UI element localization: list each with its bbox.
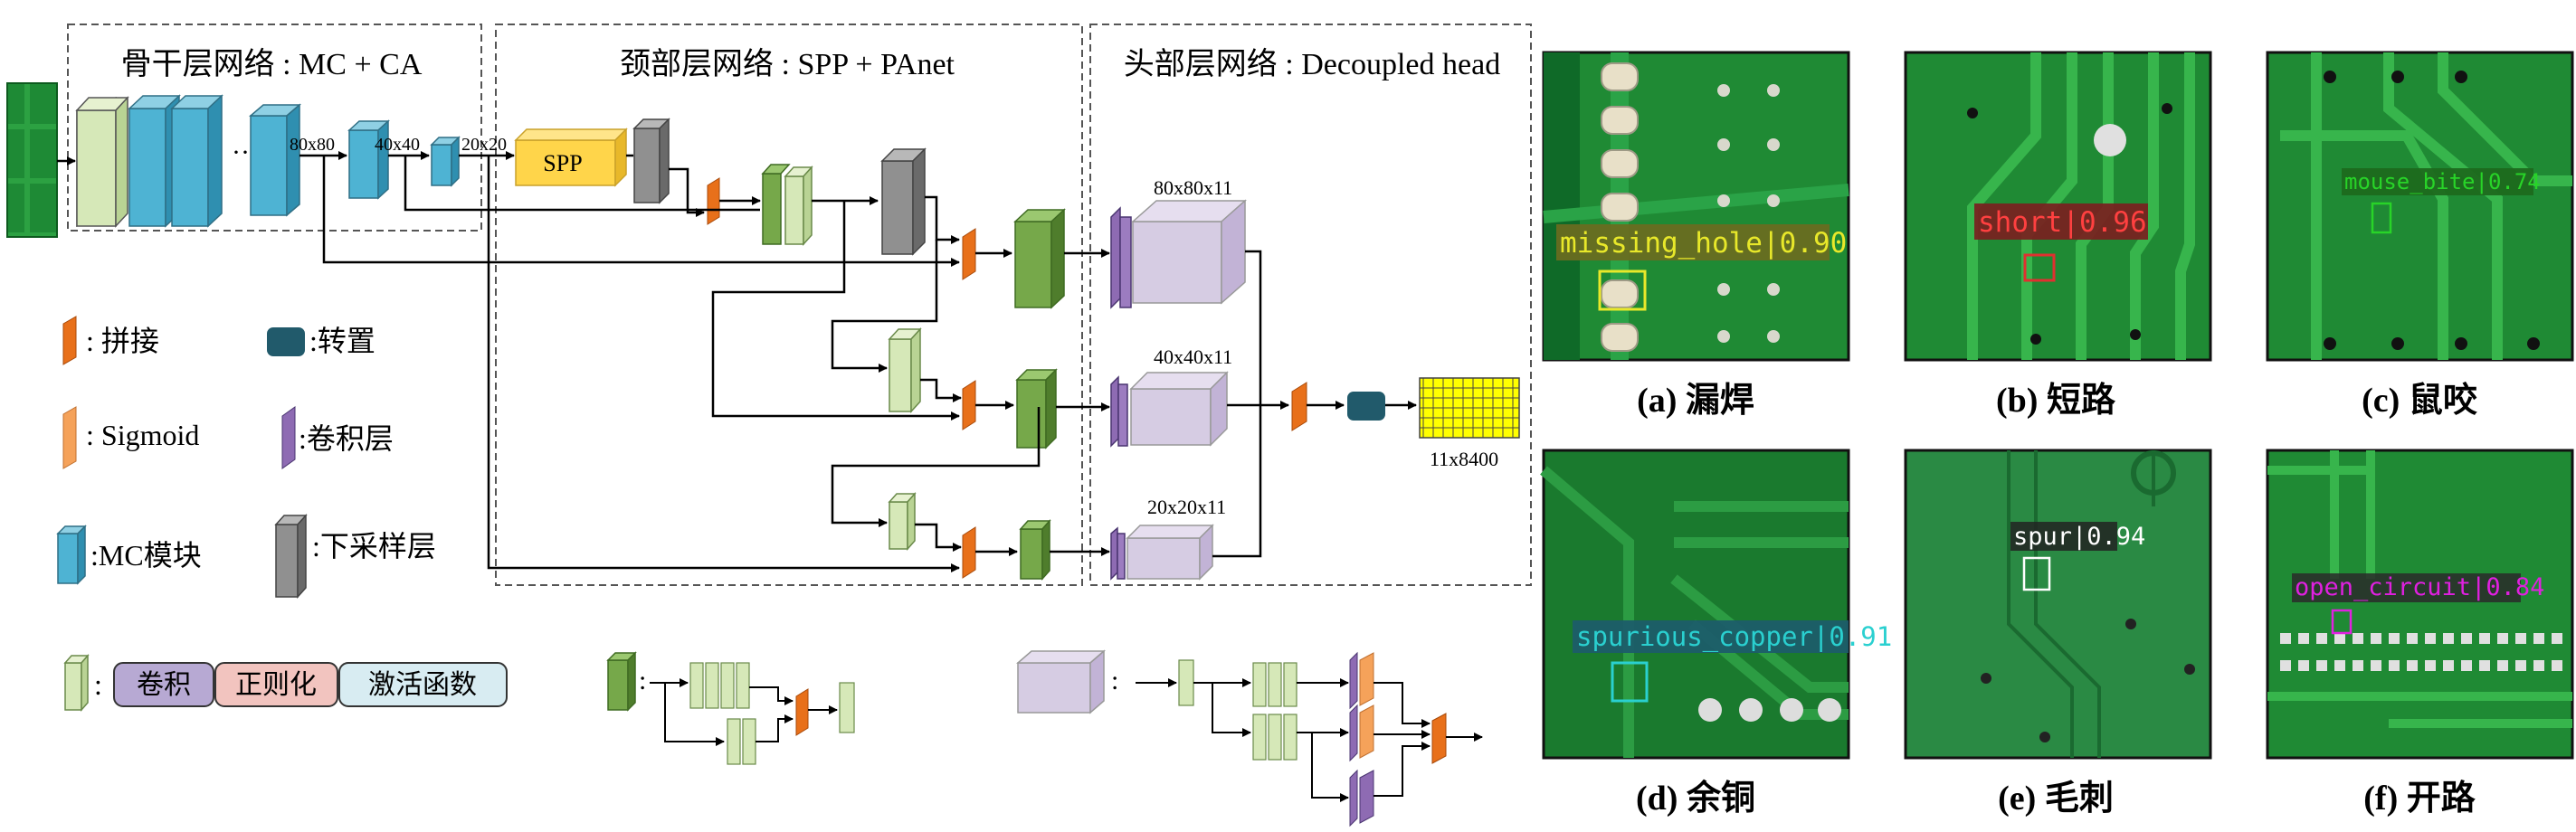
neck-conv-out-80 (1013, 208, 1066, 309)
head-sigmoid-concat (1291, 382, 1307, 431)
neck-conv-out-20 (1019, 519, 1051, 581)
neck-title: 颈部层网络 : SPP + PAnet (620, 47, 955, 81)
panel-c-label: mouse_bite|0.74 (2344, 169, 2541, 194)
panel-e-bbox (2022, 556, 2051, 591)
legend-concat-icon (62, 316, 77, 365)
panel-b-label: short|0.96 (1978, 206, 2147, 239)
panel-e-caption: (e) 毛刺 (1998, 780, 2114, 818)
mini-colon-1: : (639, 666, 646, 695)
panel-b-caption: (b) 短路 (1996, 382, 2116, 420)
size-20: 20x20 (461, 135, 507, 155)
neck-conv-2 (888, 327, 922, 413)
head-size-80: 80x80x11 (1154, 176, 1232, 199)
input-image (6, 82, 58, 238)
legend-conv-layer-label: :卷积层 (299, 422, 394, 455)
panel-c-caption: (c) 鼠咬 (2362, 382, 2477, 420)
mini-diagram-head-block: : (1015, 649, 1483, 827)
legend-colon: : (94, 668, 102, 701)
backbone-mc-block-4 (347, 119, 390, 200)
legend-transpose-icon (267, 327, 305, 356)
panel-d-label: spurious_copper|0.91 (1576, 621, 1892, 653)
neck-conv-1 (761, 164, 813, 246)
head-size-40: 40x40x11 (1154, 345, 1232, 368)
size-80: 80x80 (290, 135, 335, 155)
legend-down-label: :下采样层 (312, 530, 436, 563)
panel-f-bbox (2331, 609, 2353, 635)
mini-colon-2: : (1111, 666, 1118, 695)
spp-label: SPP (543, 150, 582, 176)
panel-f: open_circuit|0.84 (2266, 449, 2574, 760)
legend-norm-box (214, 662, 338, 707)
backbone-title: 骨干层网络 : MC + CA (121, 47, 423, 81)
backbone-mc-block-3 (248, 103, 302, 217)
legend-sigmoid-label: : Sigmoid (86, 419, 199, 451)
neck-concat-4 (962, 526, 976, 579)
legend-conv-layer-icon (281, 406, 296, 469)
legend-act-box (338, 662, 508, 707)
panel-e-label: spur|0.94 (2013, 523, 2145, 551)
panel-d-caption: (d) 余铜 (1636, 779, 1755, 818)
neck-concat-3 (962, 380, 976, 430)
output-size: 11x8400 (1430, 448, 1498, 470)
panel-d-bbox (1611, 661, 1649, 703)
panel-b: short|0.96 (1904, 51, 2212, 362)
legend-norm-text: 正则化 (235, 670, 317, 700)
head-box (1089, 24, 1532, 586)
panel-f-caption: (f) 开路 (2363, 780, 2476, 818)
neck-conv-out-40 (1015, 368, 1058, 449)
head-box-20 (1110, 524, 1214, 581)
panel-f-label: open_circuit|0.84 (2295, 573, 2544, 601)
backbone-conv-block (75, 96, 129, 228)
legend-mc-icon (56, 525, 87, 585)
legend-transpose-label: :转置 (309, 325, 375, 357)
legend-sigmoid-icon (62, 406, 77, 469)
legend-mc-label: :MC模块 (90, 539, 202, 572)
legend-conv-text: 卷积 (137, 670, 191, 700)
neck-downsample-2 (880, 147, 927, 256)
head-size-20: 20x20x11 (1147, 496, 1226, 518)
backbone-mc-block-5 (430, 136, 461, 187)
spp-block (514, 128, 628, 187)
legend-down-icon (274, 514, 308, 599)
legend-conv-icon (63, 654, 90, 712)
size-40: 40x40 (375, 135, 420, 155)
panel-a-label: missing_hole|0.90 (1560, 227, 1847, 260)
output-grid (1419, 377, 1520, 439)
panel-a-caption: (a) 漏焊 (1637, 382, 1754, 420)
backbone-box (67, 24, 482, 232)
neck-concat-1 (707, 177, 720, 225)
backbone-mc-block-2 (170, 94, 223, 228)
transpose-block (1347, 392, 1385, 421)
neck-box (495, 24, 1083, 586)
head-box-40 (1110, 371, 1229, 448)
legend-act-text: 激活函数 (368, 670, 477, 700)
head-title: 头部层网络 : Decoupled head (1124, 47, 1500, 81)
panel-e: spur|0.94 (1904, 449, 2212, 760)
neck-concat-2 (962, 228, 976, 280)
panel-b-bbox (2023, 253, 2056, 282)
panel-d: spurious_copper|0.91 (1540, 449, 1892, 760)
mini-diagram-conv-block: : (606, 651, 855, 765)
panel-a-bbox (1598, 269, 1647, 311)
legend-concat-label: : 拼接 (86, 325, 159, 357)
panel-c-bbox (2371, 202, 2392, 234)
head-box-80 (1110, 199, 1247, 309)
legend-conv-box (113, 662, 214, 707)
neck-downsample-1 (632, 118, 670, 204)
panel-c: mouse_bite|0.74 (2266, 51, 2574, 362)
neck-conv-3 (888, 492, 917, 551)
panel-a: missing_hole|0.90 (1542, 51, 1850, 362)
